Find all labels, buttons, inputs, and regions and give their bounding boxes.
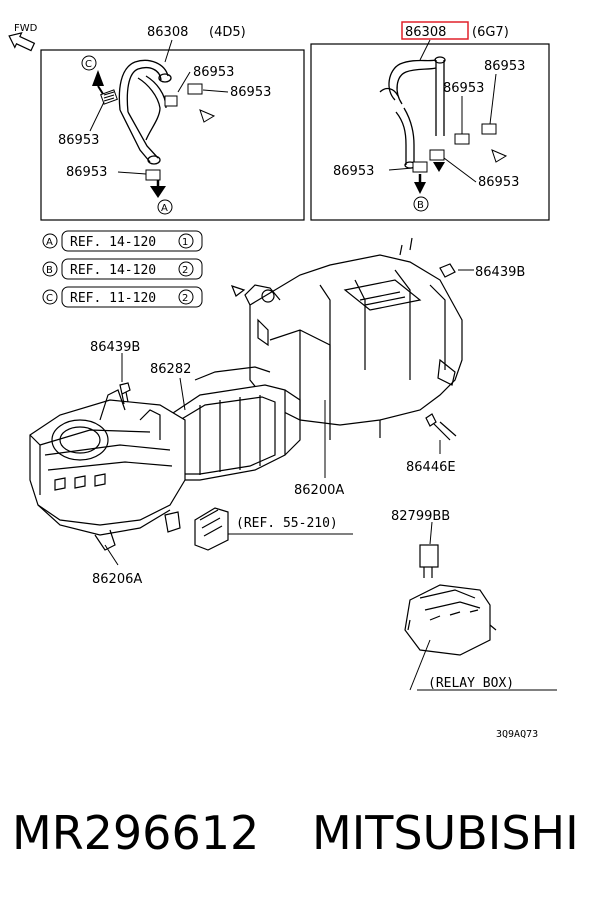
marker-b-circle (413, 196, 429, 212)
ref-text-b: REF. 14-120 (70, 263, 156, 278)
box-6g7-variant: (6G7) (472, 25, 509, 40)
callout-86953-c: 86953 (58, 133, 99, 148)
ref-marker-a: A (46, 237, 53, 248)
heater-unit-drawing (29, 237, 497, 656)
marker-c-circle (81, 55, 97, 71)
callout-86953-h: 86953 (478, 175, 519, 190)
brand-name: MITSUBISHI (312, 806, 579, 860)
clamps-6g7 (412, 123, 497, 173)
callout-86953-b: 86953 (230, 85, 271, 100)
marker-a-circle (157, 199, 173, 215)
box-4d5-frame (40, 49, 305, 221)
ref-num-c: 2 (182, 293, 188, 304)
ref-marker-c: C (46, 293, 53, 304)
callout-86953-a: 86953 (193, 65, 234, 80)
part-86446e: 86446E (406, 460, 456, 475)
ref-row-a: A REF. 14-120 1 (42, 230, 203, 252)
relay-box-label: (RELAY BOX) (428, 676, 514, 691)
part-82799bb: 82799BB (391, 509, 450, 524)
fwd-arrow-icon (8, 32, 36, 52)
drawing-code: 3Q9AQ73 (496, 729, 538, 740)
part-86206a: 86206A (92, 572, 142, 587)
box-6g7-part: 86308 (405, 25, 446, 40)
callout-86953-d: 86953 (66, 165, 107, 180)
part-86200a: 86200A (294, 483, 344, 498)
callout-86953-e: 86953 (484, 59, 525, 74)
ref-row-c: C REF. 11-120 2 (42, 286, 203, 308)
marker-b-label: B (417, 200, 424, 211)
ref-55-210: (REF. 55-210) (236, 516, 338, 531)
callout-86953-g: 86953 (333, 164, 374, 179)
box-4d5-variant: (4D5) (209, 25, 246, 40)
marker-c-label: C (85, 59, 92, 70)
reference-list: A REF. 14-120 1 B REF. 14-120 2 C REF. 1… (42, 230, 203, 308)
ref-num-a: 1 (182, 237, 188, 248)
callout-86953-f: 86953 (443, 81, 484, 96)
part-86439b-right: 86439B (475, 265, 525, 280)
box-4d5: 86308 (4D5) 86953 86953 86953 86953 (40, 25, 305, 221)
box-6g7-frame (310, 43, 550, 221)
fwd-indicator: FWD (8, 23, 38, 52)
ref-marker-b: B (46, 265, 53, 276)
part-number: MR296612 (12, 806, 260, 860)
leader-lines (104, 269, 557, 691)
marker-a-label: A (161, 203, 168, 214)
ref-num-b: 2 (182, 265, 188, 276)
box-4d5-part: 86308 (147, 25, 188, 40)
footer: MR296612 MITSUBISHI (0, 800, 600, 880)
ref-text-a: REF. 14-120 (70, 235, 156, 250)
hose-4d5 (118, 59, 172, 165)
part-86282: 86282 (150, 362, 191, 377)
flow-arrow-icon (199, 109, 216, 123)
fwd-label: FWD (14, 23, 38, 34)
ref-row-b: B REF. 14-120 2 (42, 258, 203, 280)
part-highlight-box (401, 21, 469, 40)
clamps-4d5 (100, 83, 203, 181)
part-86439b-left: 86439B (90, 340, 140, 355)
ref-text-c: REF. 11-120 (70, 291, 156, 306)
flow-arrow-icon-2 (491, 149, 508, 163)
box-6g7: 86308 (6G7) 86953 86953 86953 86953 (310, 21, 550, 221)
